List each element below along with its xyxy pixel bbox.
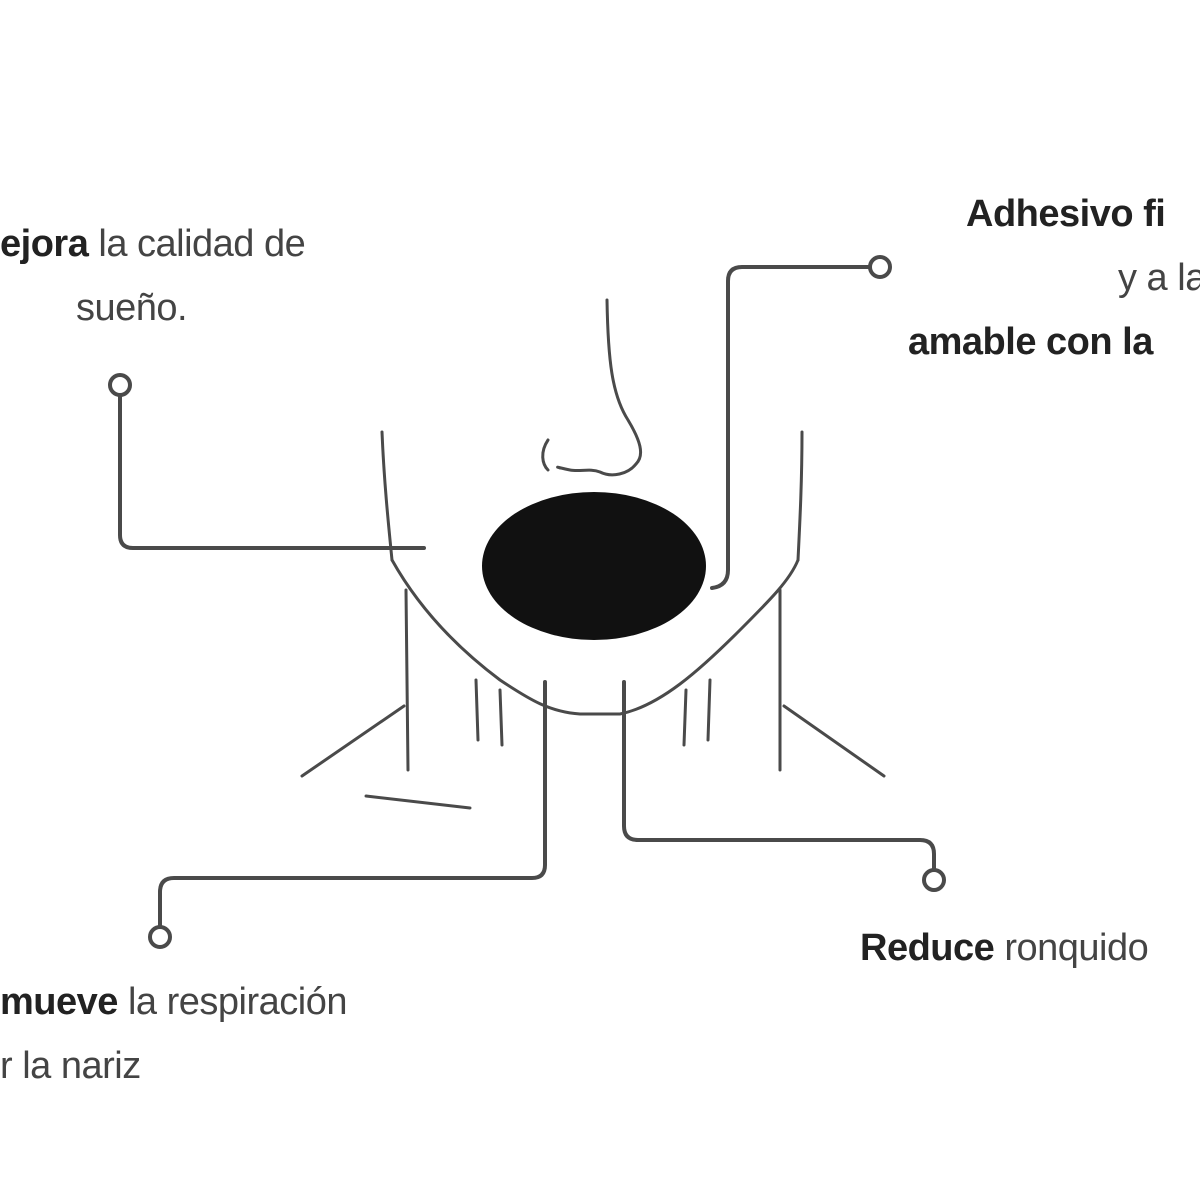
callout-adhesive-line1: Adhesivo fi bbox=[966, 193, 1166, 235]
connector-adhesive bbox=[710, 265, 880, 590]
nose-bridge-line bbox=[605, 298, 643, 466]
neck-fold-left-2 bbox=[498, 688, 504, 747]
connector-dot-snore bbox=[922, 868, 946, 892]
connector-snore bbox=[622, 680, 936, 872]
connector-dot-sleep bbox=[108, 373, 132, 397]
callout-sleep-line1: la calidad de bbox=[88, 223, 306, 265]
connector-dot-nose bbox=[148, 925, 172, 949]
mouth-tape bbox=[482, 492, 706, 640]
left-nostril-line bbox=[541, 438, 550, 472]
callout-adhesive-line2: y a la bbox=[1118, 257, 1200, 299]
neck-left-line bbox=[404, 588, 410, 772]
connector-nose bbox=[158, 680, 547, 928]
neck-fold-right-1 bbox=[682, 688, 688, 747]
nose-bottom-line bbox=[556, 462, 638, 477]
callout-adhesive-line3: amable con la bbox=[908, 321, 1153, 363]
face-left-side bbox=[380, 430, 394, 562]
neck-fold-right-2 bbox=[706, 678, 712, 742]
face-right-side bbox=[796, 430, 804, 562]
neck-fold-left-1 bbox=[474, 678, 480, 742]
callout-sleep-line2: sueño. bbox=[76, 287, 188, 329]
callout-adhesive: Adhesivo fi y a la amable con la bbox=[908, 182, 1200, 374]
right-shoulder-line bbox=[782, 704, 886, 778]
callout-reduce-snoring: Reduce ronquido bbox=[860, 916, 1149, 980]
callout-nasal-breathing: mueve la respiración r la nariz bbox=[0, 970, 347, 1098]
callout-snore-bold: Reduce bbox=[860, 927, 995, 969]
callout-nose-line1: la respiración bbox=[117, 981, 348, 1023]
jaw-line bbox=[390, 558, 800, 716]
connector-dot-adhesive bbox=[868, 255, 892, 279]
callout-nose-bold: mueve bbox=[0, 981, 118, 1023]
collarbone-line bbox=[364, 794, 472, 810]
callout-nose-line2: r la nariz bbox=[0, 1045, 141, 1087]
left-shoulder-line bbox=[300, 704, 406, 778]
callout-sleep-quality: ejora la calidad de sueño. bbox=[0, 212, 306, 340]
connector-sleep bbox=[118, 394, 426, 550]
callout-snore-rest: ronquido bbox=[994, 927, 1149, 969]
callout-sleep-bold: ejora bbox=[0, 223, 89, 265]
